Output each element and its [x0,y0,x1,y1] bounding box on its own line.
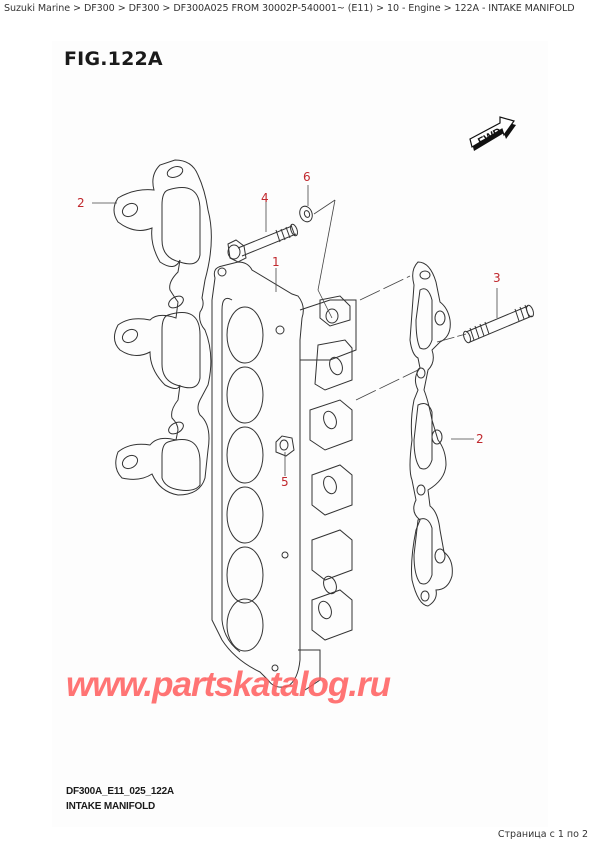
washer-drawing[interactable] [298,204,315,223]
breadcrumb-separator: > [73,3,81,14]
nut-drawing[interactable] [275,435,295,457]
callout-6[interactable]: 6 [303,170,311,184]
figure-name: INTAKE MANIFOLD [66,801,156,812]
figure-title: FIG.122A [64,48,163,70]
watermark: www.partskatalog.ru [66,665,391,704]
breadcrumb-item-current: 122A - INTAKE MANIFOLD [454,3,575,14]
breadcrumb-item-df300[interactable]: DF300 [83,3,115,14]
fwd-arrow-icon: FWD [469,116,516,151]
breadcrumb-item-model[interactable]: DF300A025 FROM 30002P-540001~ (E11) [173,3,374,14]
breadcrumb-separator: > [117,3,126,14]
breadcrumb-item-suzuki-marine[interactable]: Suzuki Marine [4,3,71,14]
breadcrumb: Suzuki Marine>DF300>DF300>DF300A025 FROM… [4,3,575,14]
callout-5[interactable]: 5 [281,475,289,489]
breadcrumb-separator: > [162,3,171,14]
callout-4[interactable]: 4 [261,191,269,205]
gasket-right-drawing[interactable] [409,261,453,607]
gasket-left-drawing[interactable] [113,159,212,496]
bolt-drawing[interactable] [227,223,299,263]
breadcrumb-item-engine[interactable]: 10 - Engine [387,3,441,14]
intake-manifold-drawing[interactable] [211,261,357,691]
breadcrumb-item-df300-sub[interactable]: DF300 [128,3,160,14]
callout-3[interactable]: 3 [493,271,501,285]
callout-2-left[interactable]: 2 [77,196,85,210]
callout-2-right[interactable]: 2 [476,432,484,446]
pagination-info: Страница с 1 по 2 [497,829,588,840]
figure-code: DF300A_E11_025_122A [66,786,174,797]
parts-diagram [92,159,535,691]
breadcrumb-separator: > [443,3,452,14]
callout-1[interactable]: 1 [272,255,280,269]
breadcrumb-separator: > [376,3,384,14]
figure-panel: FIG.122A FWD [52,41,548,827]
leader-lines [92,185,498,476]
stud-drawing[interactable] [462,304,535,344]
